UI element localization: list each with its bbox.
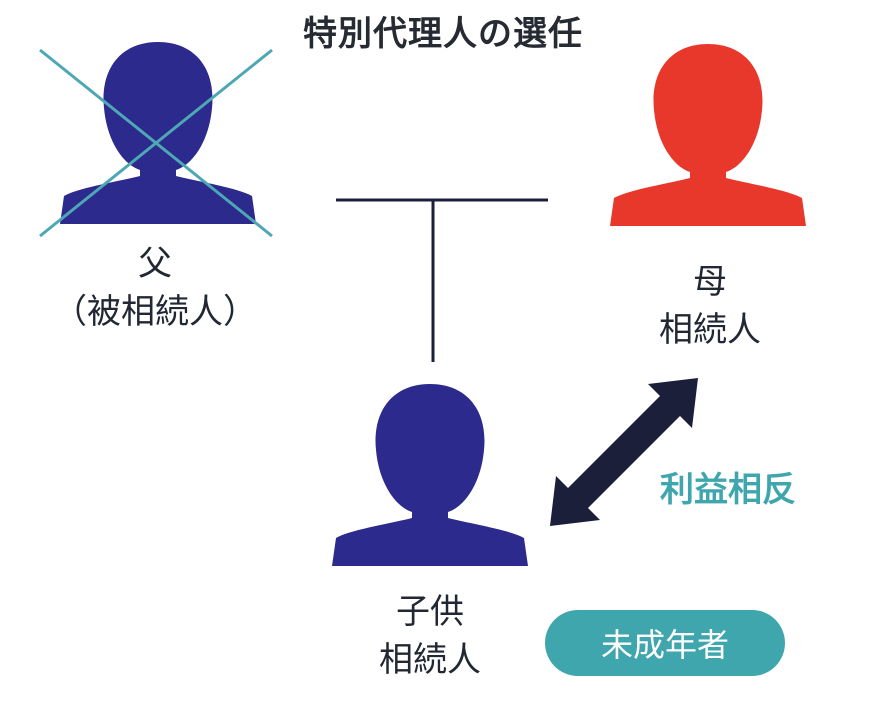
child-label-line2: 相続人 (379, 640, 481, 680)
child-label: 子供 相続人 (320, 588, 540, 684)
mother-person-icon (610, 44, 806, 226)
child-shape (332, 384, 528, 566)
mother-label: 母 相続人 (610, 258, 810, 354)
mother-label-line1: 母 (693, 262, 727, 302)
diagram-title: 特別代理人の選任 (303, 14, 583, 54)
mother-label-line2: 相続人 (659, 310, 761, 350)
conflict-double-arrow (550, 378, 698, 526)
child-label-line1: 子供 (396, 592, 464, 632)
conflict-of-interest-label: 利益相反 (660, 470, 796, 510)
minor-badge: 未成年者 (545, 610, 785, 676)
father-label: 父 （被相続人） (10, 240, 300, 336)
deceased-cross-icon (39, 48, 273, 238)
family-connector (336, 198, 548, 362)
mother-shape (610, 44, 806, 226)
father-label-line1: 父 (138, 244, 172, 284)
father-person-icon (60, 42, 256, 224)
child-person-icon (332, 384, 528, 566)
father-head-shape (60, 42, 256, 224)
father-label-line2: （被相続人） (53, 292, 257, 332)
